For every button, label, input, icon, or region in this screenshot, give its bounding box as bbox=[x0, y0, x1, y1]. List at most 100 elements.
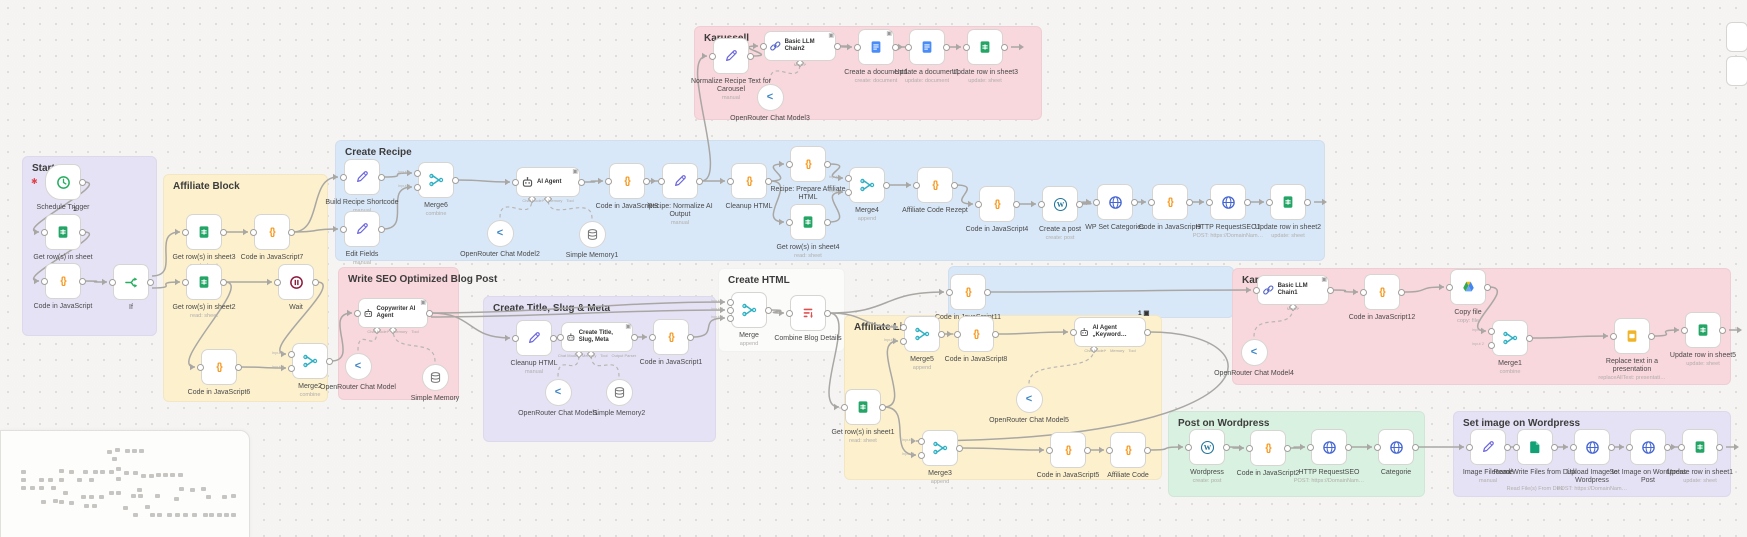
input-port[interactable] bbox=[1488, 342, 1495, 349]
input-port[interactable] bbox=[414, 184, 421, 191]
output-port[interactable] bbox=[288, 229, 295, 236]
output-port[interactable] bbox=[578, 179, 585, 186]
input-port[interactable] bbox=[1253, 287, 1260, 294]
workflow-node-c6[interactable]: Simple Memory1 bbox=[566, 220, 618, 259]
input-port[interactable] bbox=[727, 307, 734, 314]
input-port[interactable] bbox=[605, 178, 612, 185]
input-port[interactable] bbox=[1488, 328, 1495, 335]
output-port[interactable] bbox=[938, 331, 945, 338]
input-port[interactable] bbox=[557, 334, 564, 341]
output-port[interactable] bbox=[643, 178, 650, 185]
workflow-node-a5[interactable]: { }Code in JavaScript6 bbox=[188, 349, 250, 396]
workflow-node-s1[interactable]: Schedule Trigger✱ bbox=[31, 164, 89, 211]
input-port[interactable] bbox=[905, 44, 912, 51]
workflow-node-c10[interactable]: { }Recipe: Prepare Affiliate HTML bbox=[771, 146, 845, 201]
output-port[interactable] bbox=[765, 307, 772, 314]
input-port[interactable] bbox=[1570, 444, 1577, 451]
input-port[interactable] bbox=[727, 315, 734, 322]
workflow-node-t5[interactable]: { }Code in JavaScript1 bbox=[640, 319, 702, 366]
output-port[interactable] bbox=[426, 310, 433, 317]
input-port[interactable] bbox=[274, 279, 281, 286]
output-port[interactable] bbox=[1398, 289, 1405, 296]
workflow-node-r3[interactable]: { }Code in JavaScript12 bbox=[1349, 274, 1415, 321]
output-port[interactable] bbox=[452, 177, 459, 184]
workflow-node-w2[interactable]: <OpenRouter Chat Model bbox=[320, 352, 396, 391]
output-port[interactable] bbox=[1345, 444, 1352, 451]
input-port[interactable] bbox=[1678, 444, 1685, 451]
workflow-node-c1[interactable]: Build Recipe Shortcodemanual bbox=[325, 159, 399, 214]
canvas-panel-button-top[interactable] bbox=[1726, 22, 1747, 52]
input-port[interactable] bbox=[250, 229, 257, 236]
workflow-node-h2[interactable]: Combine Blog Details bbox=[774, 295, 842, 342]
workflow-node-l7[interactable]: { }Code in JavaScript5 bbox=[1037, 432, 1099, 479]
input-port[interactable] bbox=[658, 178, 665, 185]
output-port[interactable] bbox=[1013, 201, 1020, 208]
output-port[interactable] bbox=[1327, 287, 1334, 294]
output-port[interactable] bbox=[1284, 445, 1291, 452]
workflow-node-c14[interactable]: { }Code in JavaScript4 bbox=[966, 186, 1028, 233]
output-port[interactable] bbox=[879, 404, 886, 411]
workflow-node-l4[interactable]: <OpenRouter Chat Model5 bbox=[989, 385, 1069, 424]
input-port[interactable] bbox=[975, 201, 982, 208]
input-port[interactable] bbox=[1206, 199, 1213, 206]
input-port[interactable] bbox=[900, 324, 907, 331]
input-port[interactable] bbox=[760, 43, 767, 50]
input-port[interactable] bbox=[1374, 444, 1381, 451]
input-port[interactable] bbox=[1466, 444, 1473, 451]
output-port[interactable] bbox=[956, 445, 963, 452]
input-port[interactable] bbox=[946, 289, 953, 296]
output-port[interactable] bbox=[951, 182, 958, 189]
workflow-node-l8[interactable]: { }Affiliate Code bbox=[1106, 432, 1151, 479]
workflow-node-c5[interactable]: <OpenRouter Chat Model2 bbox=[460, 219, 540, 258]
output-port[interactable] bbox=[747, 53, 754, 60]
output-port[interactable] bbox=[378, 226, 385, 233]
output-port[interactable] bbox=[550, 335, 557, 342]
output-port[interactable] bbox=[79, 278, 86, 285]
canvas-panel-button-bottom[interactable] bbox=[1726, 56, 1747, 86]
input-port[interactable] bbox=[182, 229, 189, 236]
workflow-node-w3[interactable]: Simple Memory bbox=[411, 363, 459, 402]
workflow-node-p2[interactable]: { }Code in JavaScript2 bbox=[1237, 430, 1299, 477]
input-port[interactable] bbox=[1513, 444, 1520, 451]
output-port[interactable] bbox=[943, 44, 950, 51]
workflow-node-c17[interactable]: { }Code in JavaScript9 bbox=[1139, 184, 1201, 231]
input-port[interactable] bbox=[1046, 447, 1053, 454]
workflow-node-h3[interactable]: { }Code in JavaScript11 bbox=[935, 274, 1001, 321]
input-port[interactable] bbox=[1185, 444, 1192, 451]
output-port[interactable] bbox=[1484, 284, 1491, 291]
workflow-node-p4[interactable]: Categorie bbox=[1374, 429, 1419, 476]
workflow-node-t3[interactable]: <OpenRouter Chat Model1 bbox=[518, 378, 598, 417]
input-port[interactable] bbox=[918, 452, 925, 459]
output-port[interactable] bbox=[1551, 444, 1558, 451]
output-port[interactable] bbox=[1076, 201, 1083, 208]
input-port[interactable] bbox=[841, 404, 848, 411]
input-port[interactable] bbox=[197, 364, 204, 371]
input-port[interactable] bbox=[512, 179, 519, 186]
output-port[interactable] bbox=[312, 279, 319, 286]
workflow-node-t4[interactable]: Simple Memory2 bbox=[593, 378, 645, 417]
input-port[interactable] bbox=[963, 44, 970, 51]
input-port[interactable] bbox=[854, 44, 861, 51]
input-port[interactable] bbox=[727, 299, 734, 306]
input-port[interactable] bbox=[41, 278, 48, 285]
input-port[interactable] bbox=[900, 338, 907, 345]
workflow-node-r2[interactable]: <OpenRouter Chat Model4 bbox=[1214, 338, 1294, 377]
minimap[interactable] bbox=[0, 430, 250, 537]
